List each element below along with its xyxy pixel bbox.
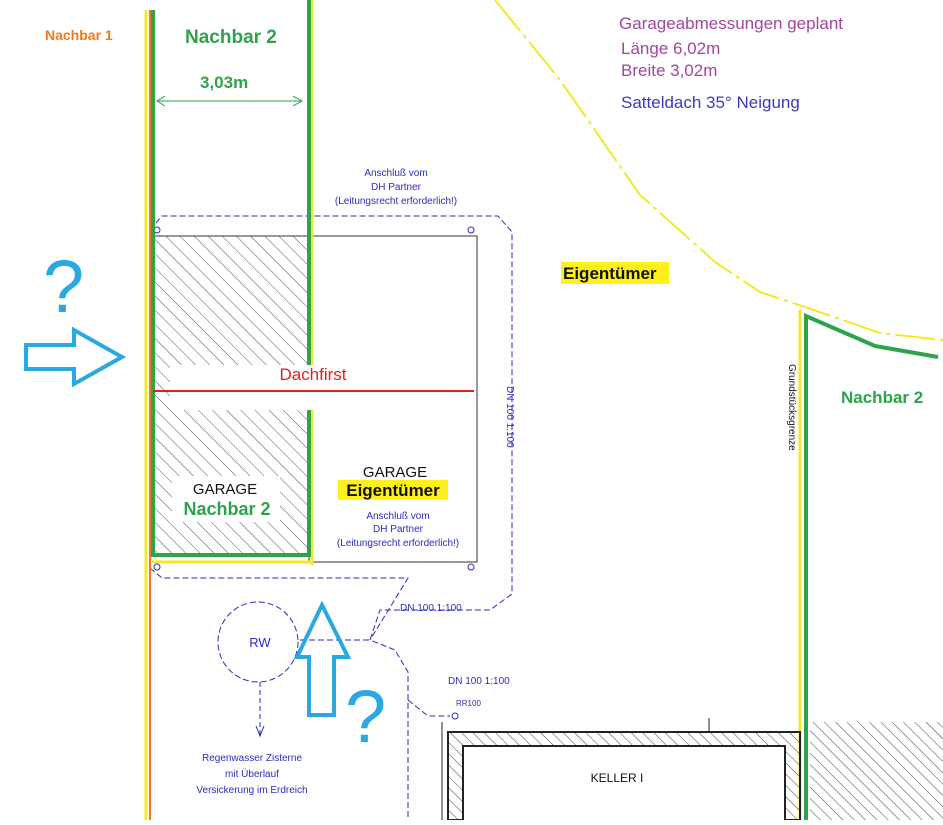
anschluss-mid-line2: DH Partner xyxy=(373,524,424,535)
garage-right-owner-label: Eigentümer xyxy=(346,481,440,500)
zisterne-line3: Versickerung im Erdreich xyxy=(196,785,307,796)
dachfirst-label: Dachfirst xyxy=(279,365,346,384)
anschluss-top-line3: (Leitungsrecht erforderlich!) xyxy=(335,196,457,207)
anschluss-mid-line1: Anschluß vom xyxy=(366,511,429,522)
pipe-dashed-bottom xyxy=(149,567,409,641)
grundstuecksgrenze-label: Grundstücksgrenze xyxy=(786,364,797,451)
nachbar1-label: Nachbar 1 xyxy=(45,27,113,43)
keller-hatch-right xyxy=(810,722,943,820)
garage-right-owner-highlight xyxy=(338,480,448,500)
anschluss-top-line1: Anschluß vom xyxy=(364,168,427,179)
zisterne-line2: mit Überlauf xyxy=(225,768,279,780)
keller-label: KELLER I xyxy=(591,771,644,785)
nachbar2-top-label: Nachbar 2 xyxy=(185,27,277,48)
nachbar2-boundary-right-green xyxy=(804,312,939,820)
info-breite: Breite 3,02m xyxy=(621,61,717,80)
dn100-vertical-label: DN 100 1:100 xyxy=(504,386,515,448)
garage-left-label: GARAGE xyxy=(193,481,257,498)
nachbar2-boundary-green xyxy=(151,0,311,557)
info-laenge: Länge 6,02m xyxy=(621,39,720,58)
dn100-low-label: DN 100 1:100 xyxy=(448,676,510,687)
blue-arrow-up xyxy=(293,600,352,717)
marker-circle xyxy=(467,563,475,571)
rw-label: RW xyxy=(249,635,271,650)
marker-circle xyxy=(467,226,475,234)
pipe-dashed-outline xyxy=(149,215,513,820)
rr100-label: RR100 xyxy=(456,699,481,708)
anschluss-mid-line3: (Leitungsrecht erforderlich!) xyxy=(337,538,459,549)
anschluss-top-line2: DH Partner xyxy=(371,182,422,193)
nachbar2-right-label: Nachbar 2 xyxy=(841,388,923,407)
marker-circle xyxy=(153,563,161,571)
info-dach: Satteldach 35° Neigung xyxy=(621,93,800,112)
property-border-diagonal xyxy=(494,0,943,341)
garage-left-owner-label: Nachbar 2 xyxy=(183,499,270,519)
eigentuemer-main-label: Eigentümer xyxy=(563,264,657,283)
question-mark-bottom: ? xyxy=(345,675,386,758)
rw-overflow-arrow xyxy=(255,725,265,738)
dachfirst-label-bg xyxy=(170,365,360,410)
eigentuemer-main-highlight xyxy=(561,262,669,284)
pipe-dashed-rr100 xyxy=(407,699,450,717)
blue-arrow-right xyxy=(24,326,127,388)
zisterne-line1: Regenwasser Zisterne xyxy=(202,753,302,764)
info-title: Garageabmessungen geplant xyxy=(619,14,843,33)
marker-circle xyxy=(451,712,459,720)
dn100-mid-label: DN 100 1:100 xyxy=(400,603,462,614)
garage-right-label: GARAGE xyxy=(363,464,427,481)
garage-left-label-bg xyxy=(172,476,280,522)
width-dimension-label: 3,03m xyxy=(200,73,248,92)
question-mark-left: ? xyxy=(43,245,84,328)
rw-cistern xyxy=(217,601,299,683)
